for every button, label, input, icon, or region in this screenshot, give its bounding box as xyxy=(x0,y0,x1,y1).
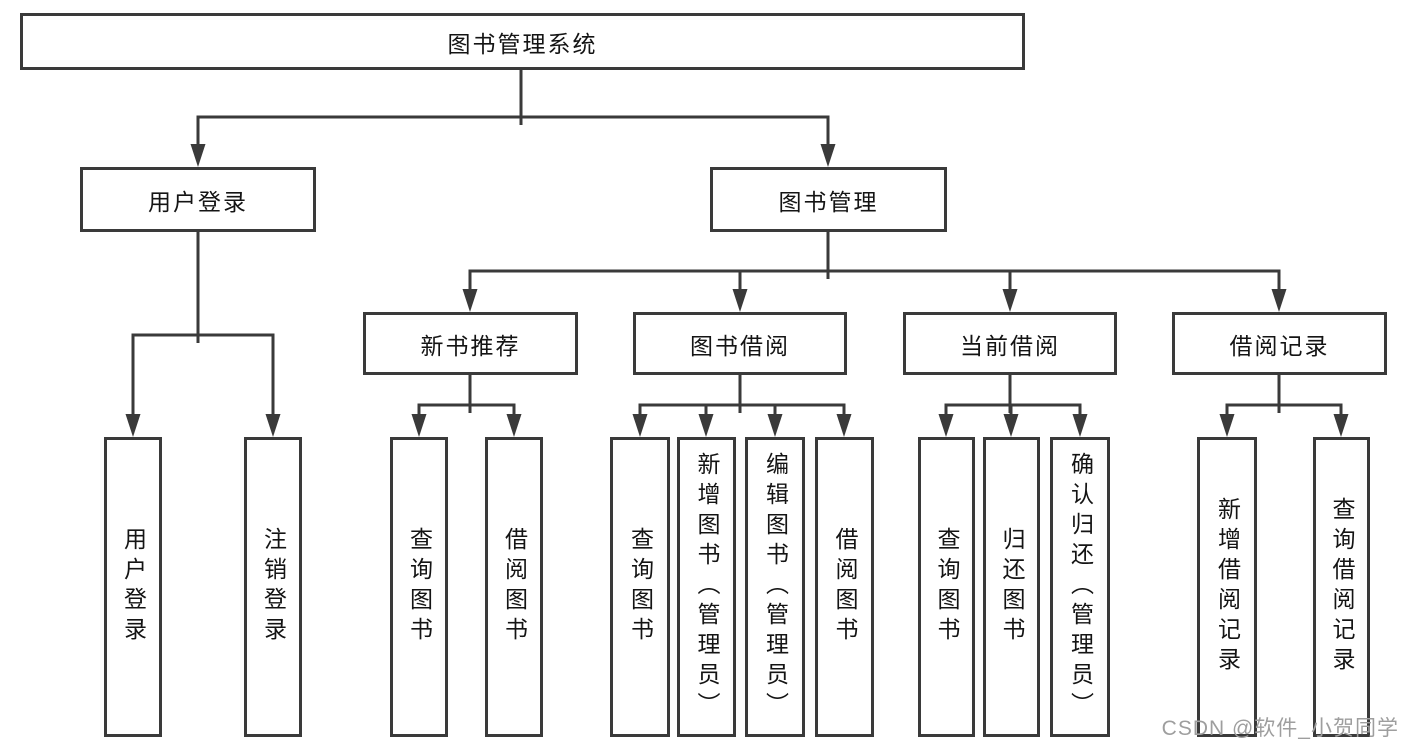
leaf-label: 查询借阅记录 xyxy=(1329,497,1355,677)
leaf-label: 归还图书 xyxy=(999,527,1025,647)
node-user-login: 用户登录 xyxy=(80,167,316,232)
leaf-label: 查询图书 xyxy=(406,527,433,647)
leaf-add-books-admin: 新增图书（管理员） xyxy=(677,437,736,737)
leaf-query-books-current: 查询图书 xyxy=(918,437,975,737)
leaf-label: 编辑图书（管理员） xyxy=(762,452,789,722)
node-current-borrowing: 当前借阅 xyxy=(903,312,1117,375)
arrowheads xyxy=(125,144,1349,437)
leaf-borrow-books-borrowing: 借阅图书 xyxy=(815,437,874,737)
leaf-edit-books-admin: 编辑图书（管理员） xyxy=(745,437,805,737)
leaf-label: 确认归还（管理员） xyxy=(1067,452,1094,722)
leaf-label: 借阅图书 xyxy=(501,527,528,647)
leaf-query-books-borrowing: 查询图书 xyxy=(610,437,670,737)
leaf-label: 用户登录 xyxy=(120,527,147,647)
leaf-query-borrow-record: 查询借阅记录 xyxy=(1313,437,1370,737)
leaf-add-borrow-record: 新增借阅记录 xyxy=(1197,437,1257,737)
node-book-borrowing: 图书借阅 xyxy=(633,312,847,375)
leaf-label: 新增借阅记录 xyxy=(1214,497,1241,677)
leaf-query-books-recommend: 查询图书 xyxy=(390,437,448,737)
leaf-label: 查询图书 xyxy=(627,527,654,647)
node-book-management: 图书管理 xyxy=(710,167,947,232)
leaf-logout: 注销登录 xyxy=(244,437,302,737)
leaf-label: 新增图书（管理员） xyxy=(694,452,720,722)
leaf-label: 注销登录 xyxy=(260,527,287,647)
node-borrowing-records: 借阅记录 xyxy=(1172,312,1387,375)
node-new-book-recommend: 新书推荐 xyxy=(363,312,578,375)
leaf-label: 查询图书 xyxy=(934,527,960,647)
leaf-return-books: 归还图书 xyxy=(983,437,1040,737)
leaf-confirm-return-admin: 确认归还（管理员） xyxy=(1050,437,1110,737)
leaf-user-login: 用户登录 xyxy=(104,437,162,737)
leaf-label: 借阅图书 xyxy=(832,527,858,647)
leaf-borrow-books-recommend: 借阅图书 xyxy=(485,437,543,737)
node-library-management-system: 图书管理系统 xyxy=(20,13,1025,70)
csdn-watermark: CSDN @软件_小贺同学 xyxy=(1161,717,1399,740)
